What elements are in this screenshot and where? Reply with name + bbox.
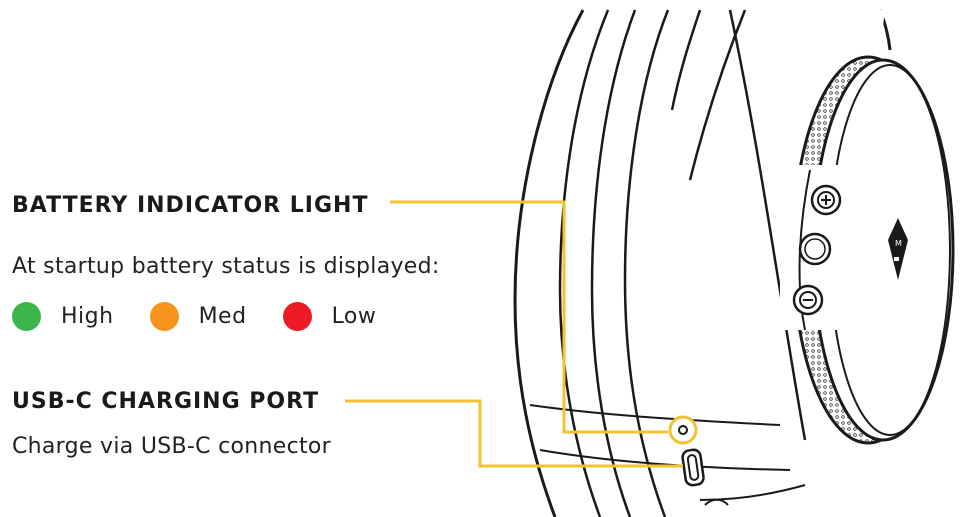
legend-item-low: Low [282,302,377,331]
battery-callout-line [390,200,668,434]
plus-icon [810,184,842,216]
circle-button-icon [798,232,832,266]
minus-icon [792,284,824,316]
usb-callout-line [345,399,683,468]
legend-label-low: Low [331,304,377,329]
legend-item-high: High [12,302,114,331]
battery-indicator-heading: BATTERY INDICATOR LIGHT [12,193,369,218]
battery-status-description: At startup battery status is displayed: [12,254,440,279]
ear-cushion [515,10,885,517]
svg-text:M: M [895,239,902,248]
usb-c-port-heading: USB-C CHARGING PORT [12,389,320,414]
usb-c-description: Charge via USB-C connector [12,434,332,459]
brand-logo-icon: M [888,218,908,280]
legend-label-high: High [61,304,114,329]
orange-dot-icon [149,302,179,331]
red-dot-icon [282,302,312,331]
legend-label-med: Med [198,304,247,329]
battery-level-legend: High Med Low [12,302,412,331]
legend-item-med: Med [149,302,247,331]
usb-c-port [681,448,705,487]
green-dot-icon [12,302,41,331]
